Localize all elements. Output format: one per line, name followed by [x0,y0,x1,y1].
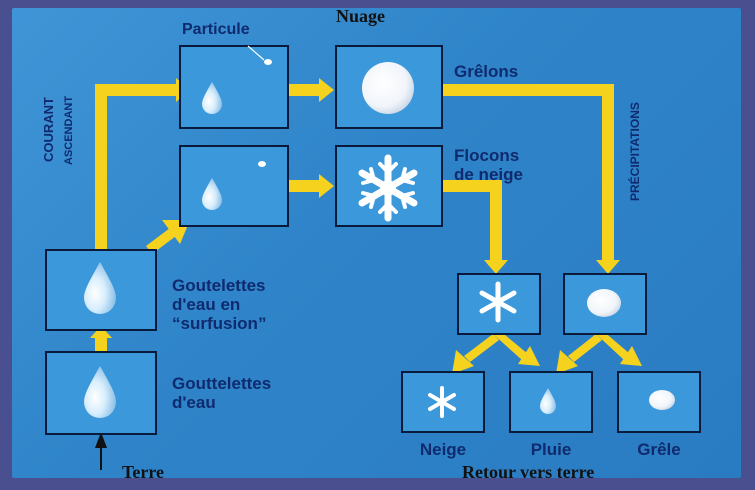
particle-icon [264,59,272,65]
arrow-split-snowflake [452,330,540,374]
box-particule [179,45,289,129]
side-label-courant: COURANT [41,97,56,163]
hailstone-icon [649,390,675,410]
arrow-flocons-down [442,180,508,274]
snowflake-icon [479,281,517,323]
snowflake-icon [428,386,456,418]
arrow-gouttelettes-to-surfusion [90,326,112,354]
terre-pointer-arrow [95,432,107,470]
arrow-particule-to-grelons [288,78,334,102]
arrow-grelons-precipitations [442,84,620,274]
box-neige [401,371,485,433]
particle-pointer-line [247,45,265,61]
outcome-pluie: Pluie [530,440,572,459]
water-drop-icon [84,366,116,418]
box-droplet-upper [179,145,289,227]
label-gouttelettes: Gouttelettes d'eau [172,374,272,412]
outcome-neige: Neige [419,440,467,459]
caption-terre: Terre [122,462,164,482]
snowflake-icon [358,154,418,222]
label-goutelettes-surfusion: Goutelettes d'eau en “surfusion” [172,276,267,333]
boxes [45,45,701,435]
water-drop-icon [202,82,222,114]
particle-icon [258,161,266,167]
water-drop-icon [202,178,222,210]
label-grelons: Grêlons [454,62,519,81]
water-drop-icon [540,388,556,414]
diagram-title: Nuage [336,6,385,26]
hailstone-icon [587,289,621,317]
side-label-precipitations: PRÉCIPITATIONS [628,102,642,202]
caption-retour-vers-terre: Retour vers terre [462,462,595,482]
side-label-ascendant: ASCENDANT [63,95,75,165]
water-drop-icon [84,262,116,314]
label-particule: Particule [182,21,250,38]
label-flocons: Flocons de neige [454,146,523,184]
arrow-split-hail [556,330,642,374]
arrow-droplet-to-flocons [288,174,334,198]
hailstone-icon [362,62,414,114]
outcome-grele: Grêle [637,440,681,459]
